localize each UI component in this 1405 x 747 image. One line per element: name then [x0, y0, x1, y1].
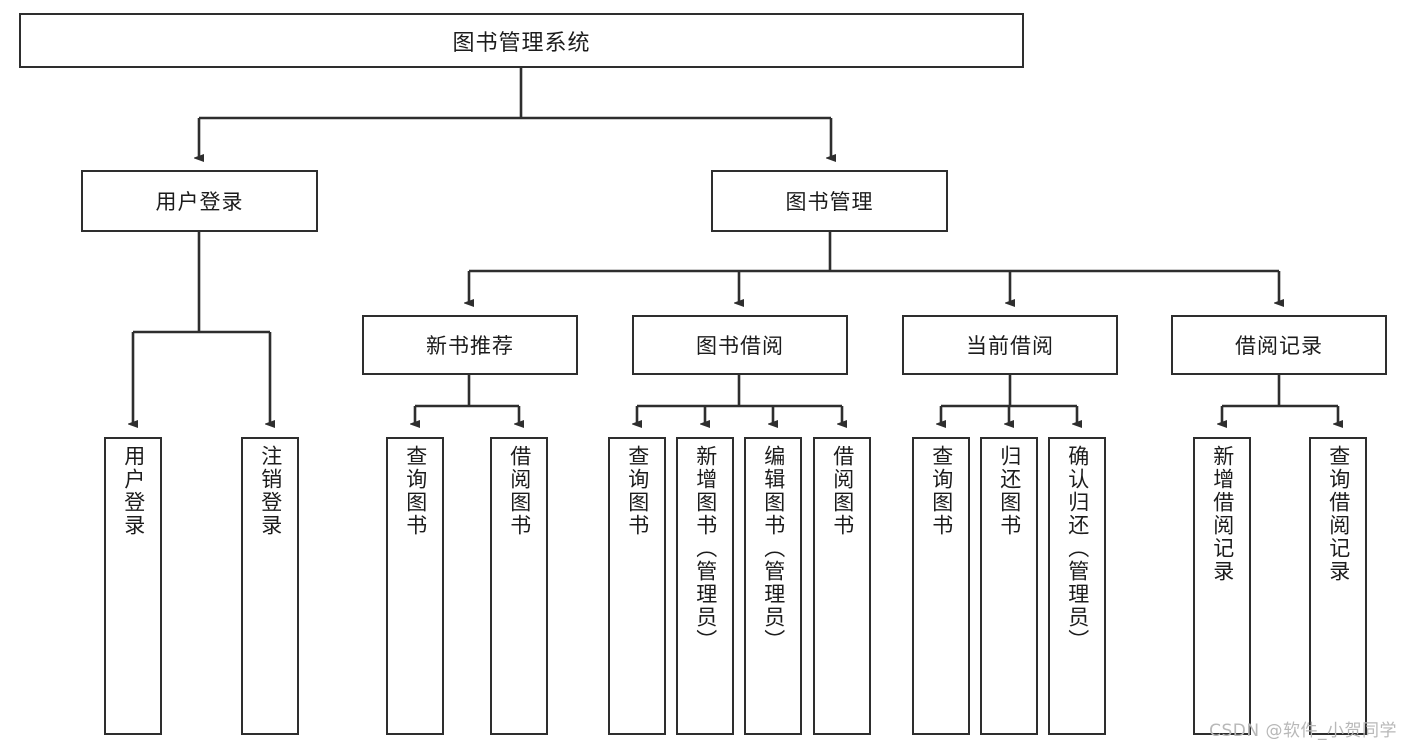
node-label: 用户登录	[121, 445, 146, 537]
node-borrow-record[interactable]: 借阅记录	[1171, 315, 1387, 375]
node-label: 确认归还（管理员）	[1065, 445, 1090, 652]
node-label: 新书推荐	[426, 334, 514, 358]
leaf-borrow-record-add-record[interactable]: 新增借阅记录	[1193, 437, 1251, 735]
node-label: 查询图书	[403, 445, 428, 537]
leaf-borrow-record-query-record[interactable]: 查询借阅记录	[1309, 437, 1367, 735]
leaf-book-borrow-query-book[interactable]: 查询图书	[608, 437, 666, 735]
node-user-login[interactable]: 用户登录	[81, 170, 318, 232]
leaf-user-login-logout[interactable]: 注销登录	[241, 437, 299, 735]
leaf-current-borrow-return-book[interactable]: 归还图书	[980, 437, 1038, 735]
node-root-system[interactable]: 图书管理系统	[19, 13, 1024, 68]
node-label: 查询借阅记录	[1326, 445, 1351, 583]
node-book-management[interactable]: 图书管理	[711, 170, 948, 232]
node-label: 图书管理系统	[452, 30, 591, 56]
leaf-new-book-query-book[interactable]: 查询图书	[386, 437, 444, 735]
leaf-book-borrow-edit-book[interactable]: 编辑图书（管理员）	[744, 437, 802, 735]
node-new-book-recommend[interactable]: 新书推荐	[362, 315, 578, 375]
node-label: 借阅记录	[1235, 334, 1323, 358]
leaf-current-borrow-query-book[interactable]: 查询图书	[912, 437, 970, 735]
leaf-new-book-borrow-book[interactable]: 借阅图书	[490, 437, 548, 735]
node-book-borrow[interactable]: 图书借阅	[632, 315, 848, 375]
node-label: 图书管理	[785, 190, 874, 214]
node-current-borrow[interactable]: 当前借阅	[902, 315, 1118, 375]
node-label: 借阅图书	[507, 445, 532, 537]
node-label: 归还图书	[997, 445, 1022, 537]
watermark-text: CSDN @软件_小贺同学	[1209, 721, 1397, 741]
node-label: 查询图书	[929, 445, 954, 537]
leaf-current-borrow-confirm-return[interactable]: 确认归还（管理员）	[1048, 437, 1106, 735]
node-label: 用户登录	[155, 190, 244, 214]
node-label: 图书借阅	[696, 334, 784, 358]
node-label: 查询图书	[625, 445, 650, 537]
leaf-book-borrow-borrow-book[interactable]: 借阅图书	[813, 437, 871, 735]
node-label: 注销登录	[258, 445, 283, 537]
node-label: 当前借阅	[966, 334, 1054, 358]
node-label: 编辑图书（管理员）	[761, 445, 786, 652]
leaf-user-login-login[interactable]: 用户登录	[104, 437, 162, 735]
node-label: 新增借阅记录	[1210, 445, 1235, 583]
leaf-book-borrow-add-book[interactable]: 新增图书（管理员）	[676, 437, 734, 735]
node-label: 借阅图书	[830, 445, 855, 537]
node-label: 新增图书（管理员）	[693, 445, 718, 652]
